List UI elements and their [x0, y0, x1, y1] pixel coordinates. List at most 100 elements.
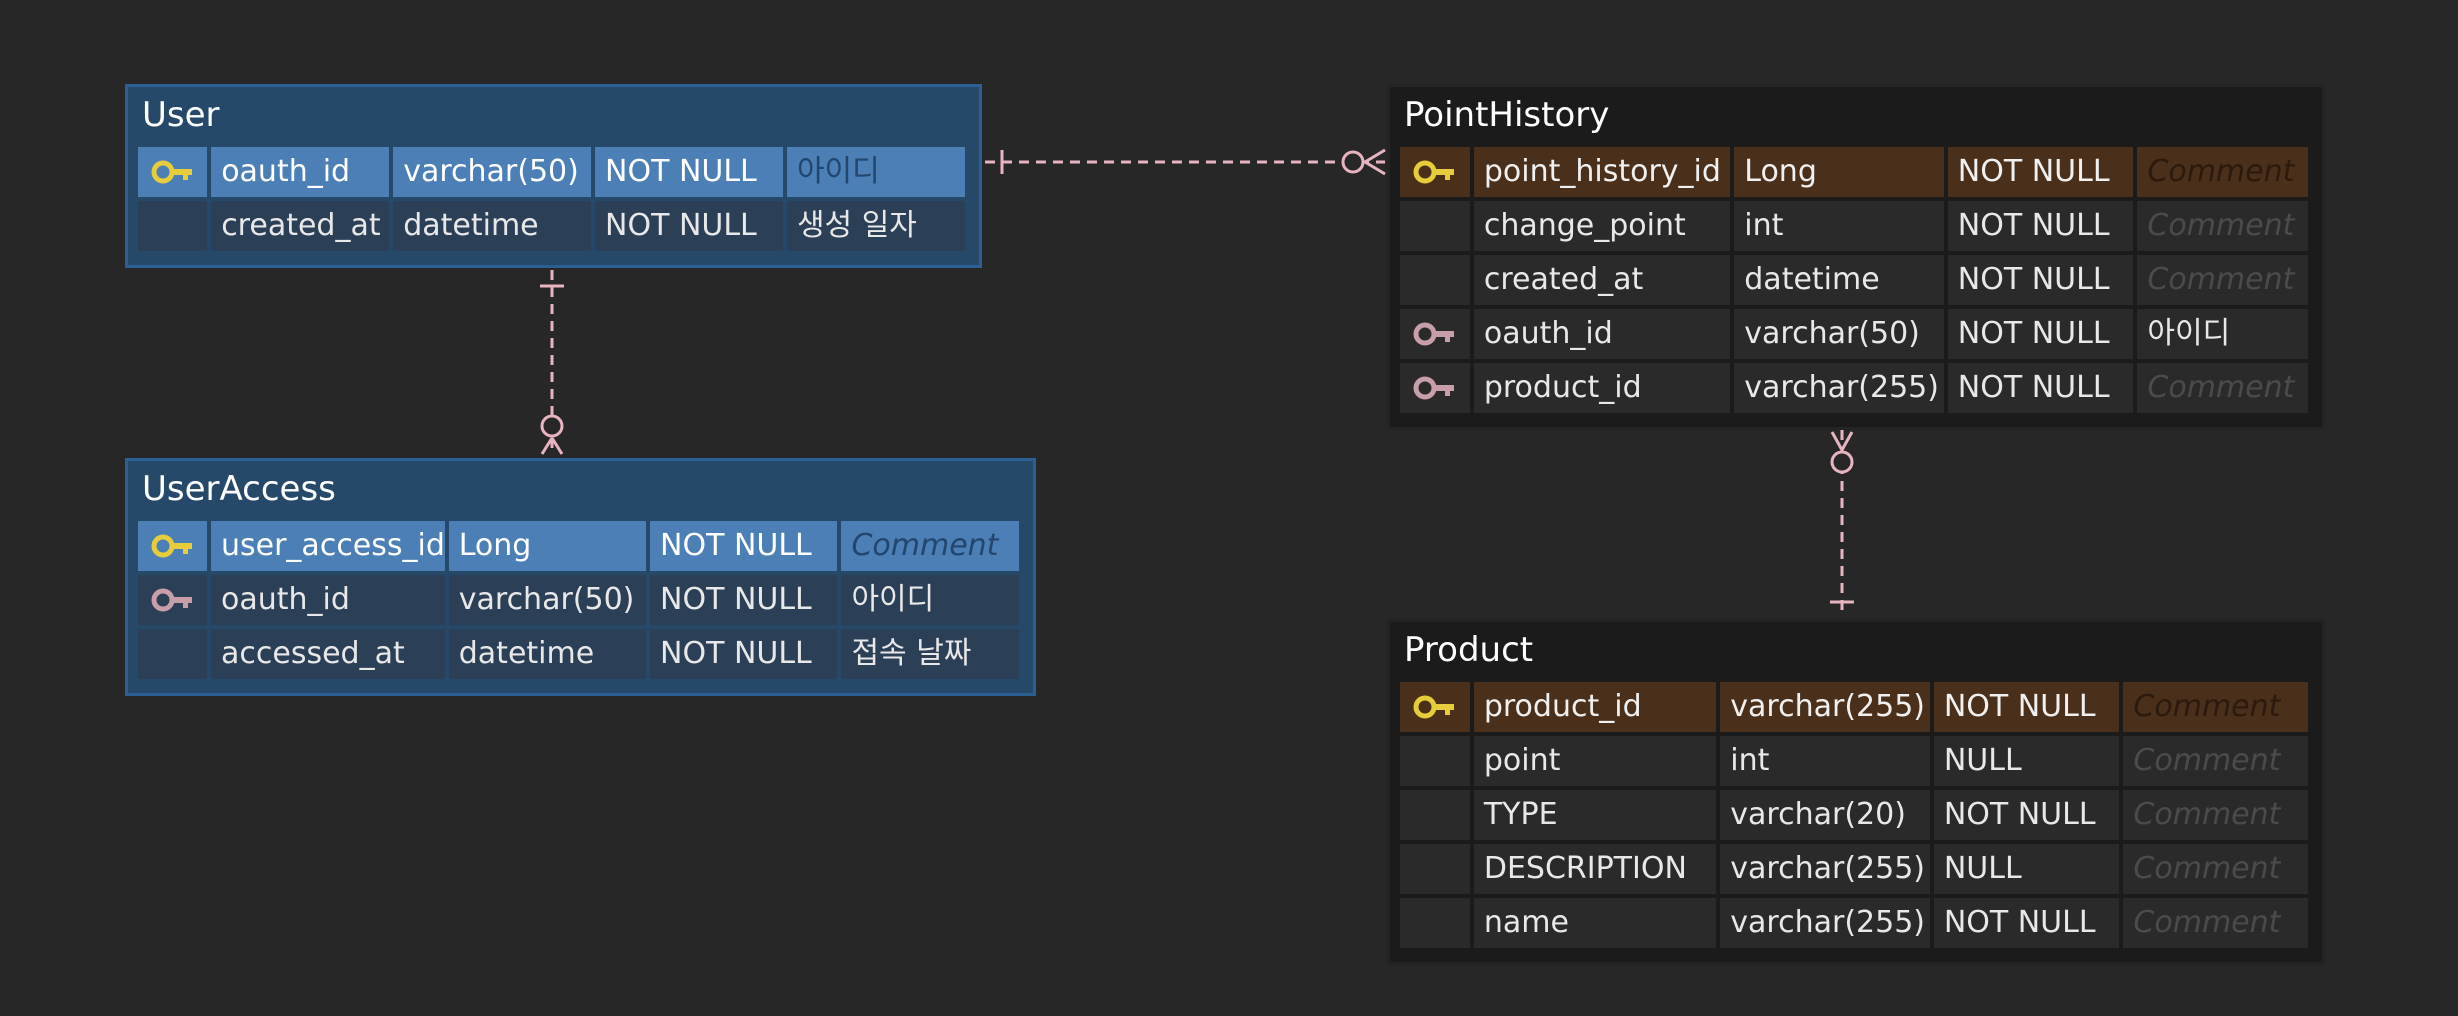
column-type[interactable]: varchar(50) [1734, 309, 1944, 359]
column-comment[interactable]: Comment [2137, 255, 2309, 305]
column-nullability[interactable]: NULL [1933, 736, 2120, 786]
column-type[interactable]: datetime [393, 201, 592, 251]
column-nullability[interactable]: NOT NULL [1947, 363, 2134, 413]
column-comment[interactable]: 아이디 [2137, 309, 2309, 359]
column-nullability[interactable]: NOT NULL [1947, 201, 2134, 251]
column-nullability[interactable]: NOT NULL [1933, 682, 2120, 732]
primary-key-icon [1413, 694, 1457, 720]
key-cell [138, 201, 208, 251]
key-cell [138, 147, 208, 197]
column-nullability[interactable]: NULL [1933, 844, 2120, 894]
column-type[interactable]: datetime [1734, 255, 1944, 305]
primary-key-icon [151, 533, 195, 559]
column-name[interactable]: change_point [1473, 201, 1731, 251]
column-name[interactable]: product_id [1473, 682, 1717, 732]
relation-product-pointhistory[interactable] [1830, 430, 1854, 617]
key-cell [1400, 147, 1470, 197]
column-name[interactable]: point_history_id [1473, 147, 1731, 197]
column-comment[interactable]: Comment [2123, 682, 2309, 732]
column-type[interactable]: int [1720, 736, 1930, 786]
foreign-key-icon [1413, 321, 1457, 347]
column-name[interactable]: DESCRIPTION [1473, 844, 1717, 894]
column-name[interactable]: user_access_id [211, 521, 445, 571]
key-cell [1400, 201, 1470, 251]
column-nullability[interactable]: NOT NULL [1933, 790, 2120, 840]
column-comment[interactable]: 생성 일자 [786, 201, 965, 251]
column-name[interactable]: name [1473, 898, 1717, 948]
column-name[interactable]: created_at [1473, 255, 1731, 305]
column-comment[interactable]: 아이디 [841, 575, 1020, 625]
table-title[interactable]: PointHistory [1404, 95, 1610, 135]
column-name[interactable]: oauth_id [211, 147, 390, 197]
column-nullability[interactable]: NOT NULL [650, 521, 838, 571]
column-nullability[interactable]: NOT NULL [1947, 309, 2134, 359]
key-cell [1400, 682, 1470, 732]
column-type[interactable]: varchar(255) [1734, 363, 1944, 413]
column-type[interactable]: varchar(255) [1720, 898, 1930, 948]
key-cell [138, 629, 207, 679]
key-cell [138, 521, 207, 571]
column-type[interactable]: varchar(255) [1720, 682, 1930, 732]
column-type[interactable]: int [1734, 201, 1944, 251]
column-name[interactable]: point [1473, 736, 1717, 786]
column-type[interactable]: varchar(50) [448, 575, 647, 625]
column-type[interactable]: Long [1734, 147, 1944, 197]
column-type[interactable]: varchar(255) [1720, 844, 1930, 894]
column-type[interactable]: varchar(20) [1720, 790, 1930, 840]
column-nullability[interactable]: NOT NULL [650, 575, 838, 625]
key-cell [1400, 844, 1470, 894]
column-name[interactable]: accessed_at [211, 629, 445, 679]
column-name[interactable]: oauth_id [1473, 309, 1731, 359]
column-comment[interactable]: Comment [841, 521, 1020, 571]
column-nullability[interactable]: NOT NULL [650, 629, 838, 679]
column-nullability[interactable]: NOT NULL [595, 201, 783, 251]
column-comment[interactable]: Comment [2137, 201, 2309, 251]
relation-user-useraccess[interactable] [540, 270, 564, 455]
column-nullability[interactable]: NOT NULL [1947, 255, 2134, 305]
column-comment[interactable]: 접속 날짜 [841, 629, 1020, 679]
primary-key-icon [151, 159, 195, 185]
column-nullability[interactable]: NOT NULL [1933, 898, 2120, 948]
relation-user-pointhistory[interactable] [985, 148, 1386, 176]
key-cell [1400, 790, 1470, 840]
column-nullability[interactable]: NOT NULL [1947, 147, 2134, 197]
column-comment[interactable]: Comment [2123, 736, 2309, 786]
column-comment[interactable]: Comment [2137, 363, 2309, 413]
key-cell [1400, 309, 1470, 359]
column-type[interactable]: datetime [448, 629, 647, 679]
column-name[interactable]: created_at [211, 201, 390, 251]
table-title[interactable]: User [142, 95, 220, 135]
column-name[interactable]: TYPE [1473, 790, 1717, 840]
column-comment[interactable]: Comment [2123, 844, 2309, 894]
column-comment[interactable]: Comment [2123, 898, 2309, 948]
column-type[interactable]: Long [448, 521, 647, 571]
column-comment[interactable]: 아이디 [786, 147, 965, 197]
column-name[interactable]: oauth_id [211, 575, 445, 625]
column-type[interactable]: varchar(50) [393, 147, 592, 197]
column-name[interactable]: product_id [1473, 363, 1731, 413]
column-nullability[interactable]: NOT NULL [595, 147, 783, 197]
table-title[interactable]: Product [1404, 630, 1534, 670]
table-title[interactable]: UserAccess [142, 469, 336, 509]
column-comment[interactable]: Comment [2137, 147, 2309, 197]
column-comment[interactable]: Comment [2123, 790, 2309, 840]
